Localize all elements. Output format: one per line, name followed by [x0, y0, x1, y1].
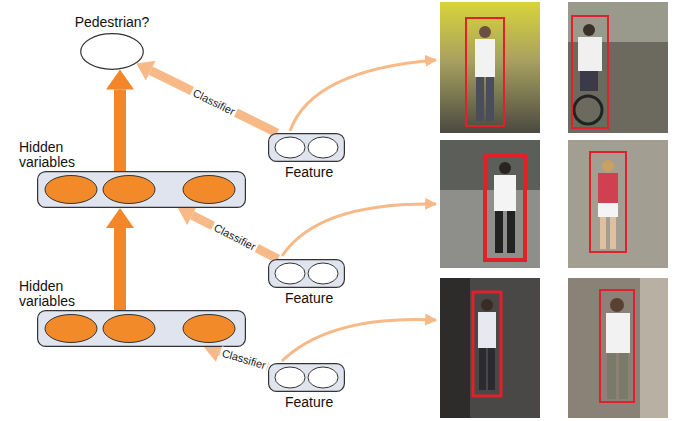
- arrow-shaft: [114, 89, 126, 171]
- unit-circle: [275, 137, 305, 158]
- node-outline: [38, 311, 246, 347]
- pedestrian-photo: [440, 2, 540, 133]
- hidden-layer-box: Hidden variables: [37, 310, 246, 347]
- arrow-head: [136, 61, 155, 81]
- node-ellipse: [80, 33, 144, 70]
- unit-circle: [308, 367, 338, 388]
- layer-arrow: [106, 69, 134, 171]
- unit-circle: [183, 176, 235, 204]
- node-label: Feature: [285, 165, 333, 180]
- arrow-shaft: [114, 228, 126, 310]
- node-ellipse: [81, 34, 144, 70]
- node-outline: [269, 364, 345, 392]
- unit-circle: [103, 176, 155, 204]
- unit-circle: [45, 315, 97, 343]
- node-outline: [37, 171, 246, 208]
- node-outline: [268, 259, 345, 288]
- node-outline: [268, 363, 345, 392]
- arrow-head: [178, 205, 197, 225]
- unit-circle: [45, 176, 97, 204]
- node-label: Pedestrian?: [75, 15, 150, 30]
- edge-label: Classifier: [210, 221, 259, 254]
- pedestrian-photo: [440, 140, 540, 268]
- pedestrian-photo: [440, 278, 540, 418]
- node-label: Feature: [285, 291, 333, 306]
- pedestrian-photo: [568, 278, 668, 418]
- unit-circle: [275, 367, 305, 388]
- node-outline: [269, 134, 345, 162]
- node-outline: [38, 172, 246, 208]
- example-arrow: [282, 204, 436, 256]
- pedestrian-photo: [568, 140, 668, 268]
- node-outline: [269, 260, 345, 288]
- arrow-shaft: [151, 71, 277, 133]
- pedestrian-photo: [568, 2, 668, 133]
- node-label: Hidden variables: [19, 140, 91, 170]
- example-arrow: [282, 320, 436, 361]
- layer-arrow: [106, 208, 134, 310]
- edge-label: Classifier: [189, 86, 238, 119]
- feature-box: Feature: [268, 363, 345, 392]
- arrow-shaft: [192, 215, 278, 259]
- unit-circle: [275, 263, 305, 284]
- arrow-head: [106, 208, 134, 228]
- arrow-head: [106, 69, 134, 89]
- node-label: Feature: [285, 395, 333, 410]
- unit-circle: [308, 263, 338, 284]
- node-label: Hidden variables: [19, 279, 91, 309]
- classifier-arrow: [178, 205, 278, 259]
- classifier-arrow: [136, 61, 277, 133]
- unit-circle: [183, 315, 235, 343]
- unit-circle: [103, 315, 155, 343]
- feature-box: Feature: [268, 259, 345, 288]
- feature-box: Feature: [268, 133, 345, 162]
- node-outline: [268, 133, 345, 162]
- edge-label: Classifier: [218, 346, 269, 372]
- node-outline: [37, 310, 246, 347]
- output-node: Pedestrian?: [80, 33, 144, 70]
- example-arrow: [290, 60, 436, 131]
- unit-circle: [308, 137, 338, 158]
- hidden-layer-box: Hidden variables: [37, 171, 246, 208]
